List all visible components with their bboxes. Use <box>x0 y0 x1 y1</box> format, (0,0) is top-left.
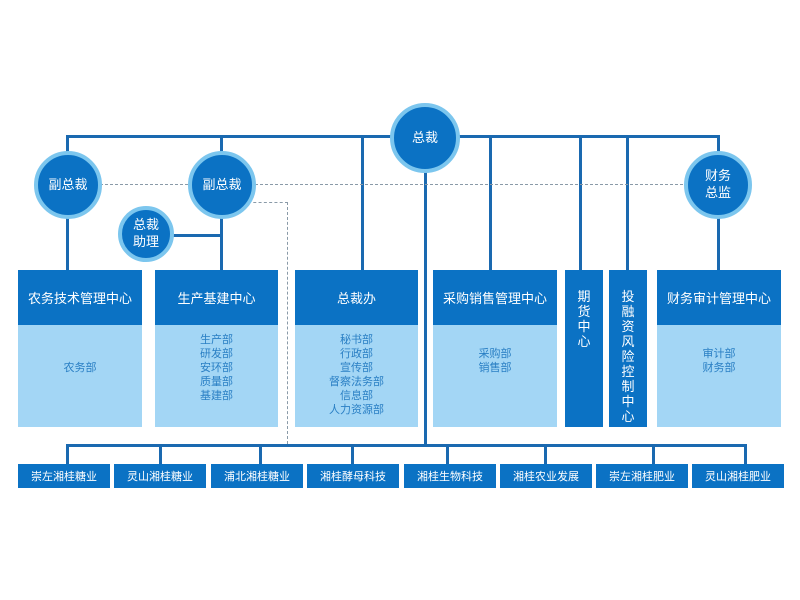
center-title: 农务技术管理中心 <box>18 270 142 325</box>
dept-label: 安环部 <box>200 361 233 374</box>
futures-center-box: 期 货 中 心 <box>565 270 603 427</box>
dept-label: 农务部 <box>63 361 97 374</box>
assistant-label: 助理 <box>132 235 159 250</box>
connector <box>351 444 354 464</box>
center-title-char: 心 <box>577 335 591 350</box>
subsidiary-box: 崇左湘桂糖业 <box>18 464 110 488</box>
vp-label: 副总裁 <box>48 177 88 193</box>
connector <box>168 234 222 237</box>
center-box: 采购销售管理中心 采购部 销售部 <box>433 270 557 427</box>
cfo-label: 财务 <box>704 169 731 184</box>
dashed-link <box>100 184 688 185</box>
bottom-bus-line <box>66 444 746 447</box>
cfo-label: 总监 <box>704 186 731 201</box>
center-title-char: 险 <box>621 350 635 365</box>
subsidiary-box: 灵山湘桂糖业 <box>114 464 206 488</box>
center-box: 农务技术管理中心 农务部 <box>18 270 142 427</box>
ceo-label: 总裁 <box>411 130 438 146</box>
ceo-node: 总裁 <box>390 103 460 173</box>
connector <box>220 212 223 270</box>
center-title-char: 心 <box>621 410 635 425</box>
cfo-node: 财务总监 <box>684 151 752 219</box>
center-title: 财务审计管理中心 <box>657 270 781 325</box>
assistant-label: 总裁 <box>132 218 159 233</box>
dashed-link <box>287 202 288 444</box>
main-trunk-line <box>424 165 427 445</box>
connector <box>220 135 223 155</box>
subsidiary-box: 浦北湘桂糖业 <box>211 464 303 488</box>
connector <box>259 444 262 464</box>
dept-label: 采购部 <box>478 347 512 360</box>
dept-label: 财务部 <box>702 361 736 374</box>
vp-node-right: 副总裁 <box>188 151 256 219</box>
connector <box>717 135 720 155</box>
connector <box>626 135 629 270</box>
center-title-char: 风 <box>621 335 635 350</box>
dept-label: 审计部 <box>702 347 736 360</box>
risk-control-center-box: 投 融 资 风 险 控 制 中 心 <box>609 270 647 427</box>
vp-node-left: 副总裁 <box>34 151 102 219</box>
connector <box>489 135 492 270</box>
connector <box>744 444 747 464</box>
dept-label: 研发部 <box>200 347 233 360</box>
subsidiary-box: 湘桂农业发展 <box>500 464 592 488</box>
center-title-char: 制 <box>621 380 635 395</box>
dashed-link <box>248 202 288 203</box>
dept-label: 秘书部 <box>340 333 373 346</box>
connector <box>579 135 582 270</box>
center-title-char: 投 <box>621 290 635 305</box>
center-title: 生产基建中心 <box>155 270 278 325</box>
connector <box>446 444 449 464</box>
dept-label: 销售部 <box>478 361 512 374</box>
dept-label: 督察法务部 <box>329 375 384 388</box>
dept-label: 宣传部 <box>340 361 373 374</box>
dept-label: 行政部 <box>340 347 373 360</box>
center-title: 采购销售管理中心 <box>433 270 557 325</box>
connector <box>652 444 655 464</box>
center-box: 总裁办 秘书部 行政部 宣传部 督察法务部 信息部 人力资源部 <box>295 270 418 427</box>
connector <box>66 135 69 155</box>
subsidiary-box: 湘桂生物科技 <box>404 464 496 488</box>
center-title-char: 融 <box>621 305 635 320</box>
center-box: 生产基建中心 生产部 研发部 安环部 质量部 基建部 <box>155 270 278 427</box>
dept-label: 生产部 <box>200 333 233 346</box>
assistant-node: 总裁助理 <box>118 206 174 262</box>
center-title-char: 期 <box>577 290 591 305</box>
connector <box>361 135 364 270</box>
dept-label: 质量部 <box>200 375 233 388</box>
center-title-char: 中 <box>577 320 591 335</box>
connector <box>66 212 69 270</box>
center-title-char: 中 <box>621 395 635 410</box>
dept-label: 基建部 <box>200 389 233 402</box>
center-title: 总裁办 <box>295 270 418 325</box>
dept-label: 人力资源部 <box>329 403 384 416</box>
connector <box>159 444 162 464</box>
center-title-char: 资 <box>621 320 635 335</box>
connector <box>66 444 69 464</box>
dept-label: 信息部 <box>340 389 373 402</box>
connector <box>544 444 547 464</box>
center-box: 财务审计管理中心 审计部 财务部 <box>657 270 781 427</box>
subsidiary-box: 崇左湘桂肥业 <box>596 464 688 488</box>
center-title-char: 控 <box>621 365 635 380</box>
center-title-char: 货 <box>577 305 591 320</box>
connector <box>717 212 720 270</box>
subsidiary-box: 灵山湘桂肥业 <box>692 464 784 488</box>
subsidiary-box: 湘桂酵母科技 <box>307 464 399 488</box>
vp-label: 副总裁 <box>202 177 242 193</box>
